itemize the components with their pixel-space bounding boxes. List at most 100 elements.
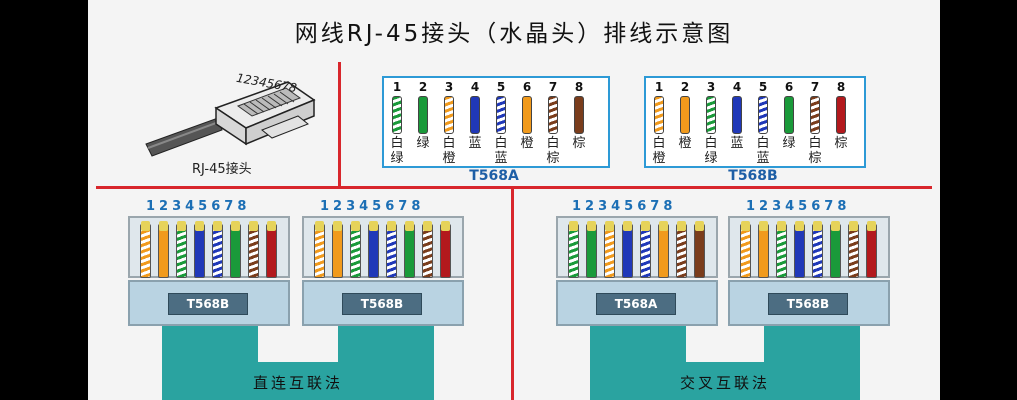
- connector-contact: [351, 221, 360, 231]
- pin-number: 7: [810, 80, 820, 94]
- wire-color-label-2: 绿: [390, 151, 404, 166]
- wire-color-swatch: [706, 96, 716, 134]
- pin-number: 2: [680, 80, 690, 94]
- wire-color-label-2: 蓝: [756, 151, 770, 166]
- crossover-cable-bridge: [590, 362, 860, 400]
- connector-contact: [441, 221, 450, 231]
- connector-wire-1: [140, 221, 151, 278]
- connector-wire-7: [422, 221, 433, 278]
- pin-number: 8: [836, 80, 846, 94]
- connector-contact: [813, 221, 822, 231]
- connector-wire-8: [866, 221, 877, 278]
- straight-right-connector-wires: [302, 216, 464, 278]
- pin-number: 4: [732, 80, 742, 94]
- plug-label: RJ-45接头: [192, 162, 252, 177]
- connector-wire-8: [440, 221, 451, 278]
- wire-color-swatch: [548, 96, 558, 134]
- wire-color-label-1: 白: [808, 136, 822, 151]
- divider-horizontal: [96, 186, 932, 189]
- connector-wire-4: [368, 221, 379, 278]
- connector-contact: [405, 221, 414, 231]
- crossover-right-connector-wires: [728, 216, 890, 278]
- wire-color-label-2: [672, 151, 698, 166]
- crossover-left-connector-wires: [556, 216, 718, 278]
- wire-color-label-1: 棕: [572, 136, 586, 151]
- connector-wire-5: [640, 221, 651, 278]
- pin-number: 1: [654, 80, 664, 94]
- wire-color-label-1: 橙: [678, 136, 692, 151]
- connector-contact: [249, 221, 258, 231]
- connector-contact: [333, 221, 342, 231]
- wire-color-swatch: [574, 96, 584, 134]
- wire-color-label-2: [410, 151, 436, 166]
- wire-color-label-1: 橙: [520, 136, 534, 151]
- wire-color-label-2: 棕: [808, 151, 822, 166]
- connector-wire-6: [658, 221, 669, 278]
- wire-color-swatch: [392, 96, 402, 134]
- wire-color-swatch: [496, 96, 506, 134]
- wire-color-label-2: 橙: [442, 151, 456, 166]
- crossover-left-tag: T568A: [596, 293, 676, 315]
- wire-color-label-2: 蓝: [494, 151, 508, 166]
- wire-color-label-2: 绿: [704, 151, 718, 166]
- pin-number: 3: [706, 80, 716, 94]
- connector-wire-8: [694, 221, 705, 278]
- wire-color-swatch: [680, 96, 690, 134]
- wire-color-label-1: 绿: [416, 136, 430, 151]
- connector-wire-3: [350, 221, 361, 278]
- straight-right-pin-numbers: 12345678: [320, 199, 425, 214]
- rj45-plug-illustration: [145, 81, 316, 157]
- t568b-pin-7: 7 白棕: [802, 80, 828, 166]
- pin-number: 6: [784, 80, 794, 94]
- pin-number: 5: [758, 80, 768, 94]
- connector-contact: [369, 221, 378, 231]
- connector-contact: [231, 221, 240, 231]
- wire-color-label-2: [514, 151, 540, 166]
- pin-number: 4: [470, 80, 480, 94]
- wire-color-swatch: [654, 96, 664, 134]
- wire-color-swatch: [444, 96, 454, 134]
- wire-color-label-2: 橙: [652, 151, 666, 166]
- pin-number: 1: [392, 80, 402, 94]
- wire-color-label-2: [566, 151, 592, 166]
- connector-wire-3: [176, 221, 187, 278]
- connector-wire-4: [622, 221, 633, 278]
- connector-wire-1: [568, 221, 579, 278]
- divider-vertical-top: [338, 62, 341, 188]
- connector-wire-5: [812, 221, 823, 278]
- straight-left-pin-numbers: 12345678: [146, 199, 251, 214]
- wire-color-label-1: 白: [546, 136, 560, 151]
- connector-contact: [849, 221, 858, 231]
- pin-number: 8: [574, 80, 584, 94]
- page-title: 网线RJ-45接头（水晶头）排线示意图: [294, 21, 734, 47]
- straight-cable-bridge: [162, 362, 434, 400]
- wire-color-label-1: 白: [442, 136, 456, 151]
- diagram-sheet: 网线RJ-45接头（水晶头）排线示意图 12345678 RJ-45接头 T56…: [88, 0, 940, 400]
- t568b-title: T568B: [728, 168, 778, 184]
- straight-left-tag: T568B: [168, 293, 248, 315]
- wire-color-label-1: 蓝: [468, 136, 482, 151]
- connector-wire-6: [230, 221, 241, 278]
- connector-contact: [213, 221, 222, 231]
- connector-contact: [177, 221, 186, 231]
- straight-left-connector-wires: [128, 216, 290, 278]
- connector-wire-7: [848, 221, 859, 278]
- wire-color-swatch: [836, 96, 846, 134]
- wire-color-swatch: [732, 96, 742, 134]
- wire-color-swatch: [418, 96, 428, 134]
- wire-color-label-1: 白: [756, 136, 770, 151]
- wire-color-label-2: [828, 151, 854, 166]
- wire-color-swatch: [470, 96, 480, 134]
- connector-contact: [315, 221, 324, 231]
- crossover-left-pin-numbers: 12345678: [572, 199, 677, 214]
- connector-wire-2: [158, 221, 169, 278]
